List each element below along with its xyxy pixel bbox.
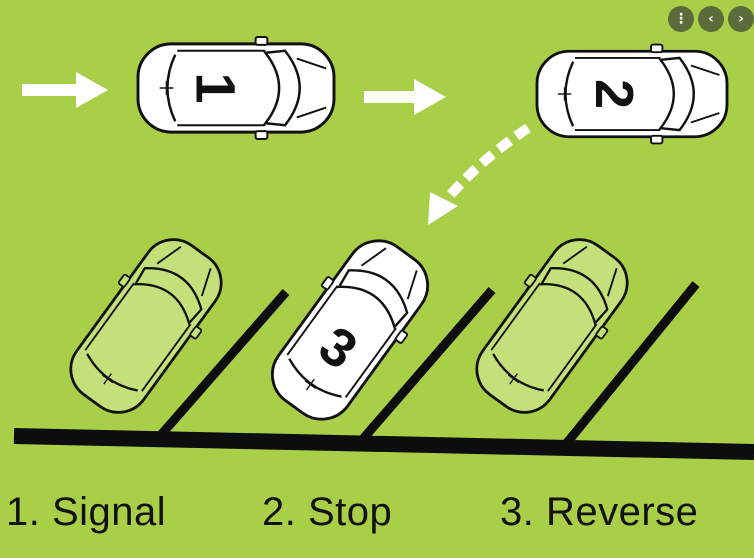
image-controls: ⋮ ‹ ›: [668, 6, 754, 40]
middle-arrow: [364, 79, 446, 115]
step-captions: 1. Signal 2. Stop 3. Reverse: [0, 490, 754, 550]
step-1-label: 1. Signal: [6, 490, 166, 535]
chevron-right-icon[interactable]: ›: [728, 6, 754, 32]
step-2-label: 2. Stop: [262, 490, 392, 535]
step-3-label: 3. Reverse: [500, 490, 698, 535]
car-2-number: 2: [584, 79, 644, 109]
parked-car-left: [53, 223, 239, 428]
car-1-number: 1: [185, 72, 248, 103]
chevron-left-icon[interactable]: ‹: [698, 6, 724, 32]
more-vertical-icon[interactable]: ⋮: [668, 6, 694, 32]
reverse-path-arrow: [428, 128, 528, 225]
parked-car-right: [459, 223, 645, 428]
entry-arrow: [22, 72, 108, 108]
